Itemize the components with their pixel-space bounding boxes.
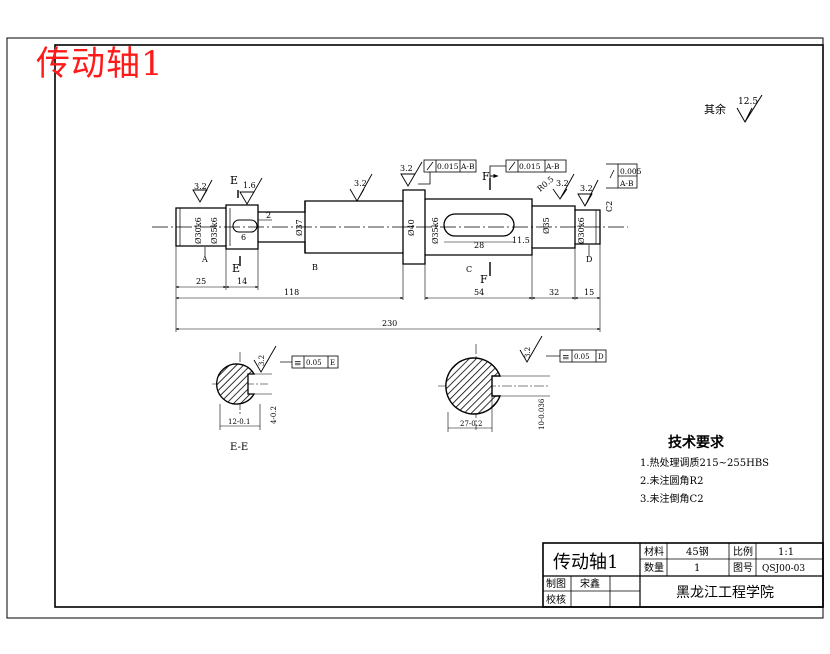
title-block-text: 传动轴1 材料 45钢 比例 1:1 数量 1 图号 QSJ00-03 制图 宋… <box>546 545 805 606</box>
label-h-11-5: 11.5 <box>512 236 530 245</box>
tech-item-1: 1.热处理调质215~255HBS <box>640 456 769 469</box>
label-notch-rb: R0.5 <box>536 175 556 194</box>
dim-15: 15 <box>584 288 594 297</box>
dim-14: 14 <box>237 277 247 286</box>
diameter-labels: Ø30k6 Ø35k6 Ø37 Ø40 Ø35k6 Ø35 Ø30k6 <box>194 217 586 244</box>
rough-collar: 3.2 <box>400 164 413 173</box>
tb-qty: 1 <box>694 563 700 574</box>
dia-keyway: Ø35k6 <box>210 217 219 244</box>
rough-e: 1.6 <box>243 181 256 190</box>
label-slot-6: 6 <box>241 233 246 242</box>
tol-runout-middle: 0.015 <box>519 162 541 171</box>
marker-f-bottom: F <box>480 273 488 286</box>
label-step-2: 2 <box>266 211 271 220</box>
tb-drawing-no-label: 图号 <box>733 562 753 574</box>
title-block <box>542 542 824 608</box>
dia-right: Ø30k6 <box>577 217 586 244</box>
tech-title: 技术要求 <box>668 434 725 451</box>
dia-mid: Ø37 <box>295 219 304 236</box>
tolerance-frames: 0.015 A-B 0.015 A-B 0.005 A-B <box>418 159 642 189</box>
surface-note: 其余 12.5 <box>704 94 763 124</box>
section-f-sym-datum: D <box>598 353 604 361</box>
tb-scale-label: 比例 <box>733 545 753 558</box>
dim-32: 32 <box>549 288 559 297</box>
roughness-symbols: 3.2 1.6 3.2 3.2 3.2 3.2 <box>192 161 599 207</box>
marker-e-top: E <box>230 174 238 187</box>
tech-requirements: 技术要求 1.热处理调质215~255HBS 2.未注圆角R2 3.未注倒角C2 <box>640 434 769 505</box>
overlay-title: 传动轴1 <box>36 44 164 84</box>
dia-collar: Ø40 <box>407 219 416 236</box>
label-keyslot-28: 28 <box>474 241 484 250</box>
dia-left: Ø30k6 <box>194 217 203 244</box>
dim-54: 54 <box>474 288 484 297</box>
label-c: C <box>466 265 472 274</box>
section-f-sym: 0.05 <box>574 353 590 361</box>
rough-mid: 3.2 <box>354 179 367 188</box>
label-b: B <box>312 263 318 272</box>
shaft-outline <box>175 189 601 265</box>
tb-material: 45钢 <box>686 545 709 558</box>
dia-right-mid: Ø35 <box>542 217 551 234</box>
section-f-rough: 3.2 <box>524 347 532 358</box>
svg-text:≡: ≡ <box>294 359 302 369</box>
label-d: D <box>586 255 592 264</box>
rough-right: 3.2 <box>580 184 593 193</box>
section-e-sym-datum: E <box>330 359 335 367</box>
marker-f-top: F <box>482 170 490 183</box>
tol-runout-collar-datum: A-B <box>460 162 475 171</box>
tb-school: 黑龙江工程学院 <box>676 585 774 601</box>
tol-cyl-right: 0.005 <box>620 167 642 176</box>
dim-118: 118 <box>284 288 299 297</box>
tb-checked-label: 校核 <box>546 593 566 606</box>
dia-bearing: Ø35k6 <box>431 217 440 244</box>
tech-item-3: 3.未注倒角C2 <box>640 492 704 505</box>
tol-runout-middle-datum: A-B <box>545 162 560 171</box>
dimension-values: 25 14 118 54 32 15 230 <box>196 277 594 328</box>
label-chamfer-c2: C2 <box>605 201 614 212</box>
tol-cyl-right-datum: A-B <box>619 179 634 188</box>
surface-note-value: 12.5 <box>738 97 758 107</box>
section-f-depth: 10-0.036 <box>538 398 546 430</box>
rough-key2: 3.2 <box>556 179 569 188</box>
svg-text:≡: ≡ <box>562 353 570 363</box>
tol-runout-collar: 0.015 <box>437 162 459 171</box>
section-f-width: 27-0.2 <box>460 420 482 428</box>
section-e-depth: 4-0.2 <box>270 406 278 424</box>
tb-scale: 1:1 <box>778 547 794 558</box>
dim-25: 25 <box>196 277 206 286</box>
tb-drawn-by-label: 制图 <box>546 577 566 590</box>
section-f-view: 27-0.2 10-0.036 3.2 ≡ 0.05 D <box>438 335 607 432</box>
tb-part-name: 传动轴1 <box>553 552 618 573</box>
section-e-sym: 0.05 <box>306 359 322 367</box>
tb-drawn-by: 宋鑫 <box>580 577 600 590</box>
dim-230: 230 <box>382 319 397 328</box>
section-e-label: E-E <box>230 442 248 453</box>
dimension-lines <box>175 244 601 332</box>
rough-left: 3.2 <box>194 182 207 191</box>
tech-item-2: 2.未注圆角R2 <box>640 474 703 487</box>
section-e-width: 12-0.1 <box>228 418 250 426</box>
tb-qty-label: 数量 <box>644 561 664 574</box>
section-e-rough: 3.2 <box>258 355 266 366</box>
sheet-border <box>6 37 824 619</box>
tb-material-label: 材料 <box>644 545 664 558</box>
marker-e-bottom: E <box>232 262 240 275</box>
surface-note-label: 其余 <box>704 102 726 116</box>
tb-drawing-no: QSJ00-03 <box>762 564 805 574</box>
section-e-view: 12-0.1 4-0.2 3.2 ≡ 0.05 E E-E <box>212 345 339 453</box>
label-a: A <box>201 255 208 264</box>
